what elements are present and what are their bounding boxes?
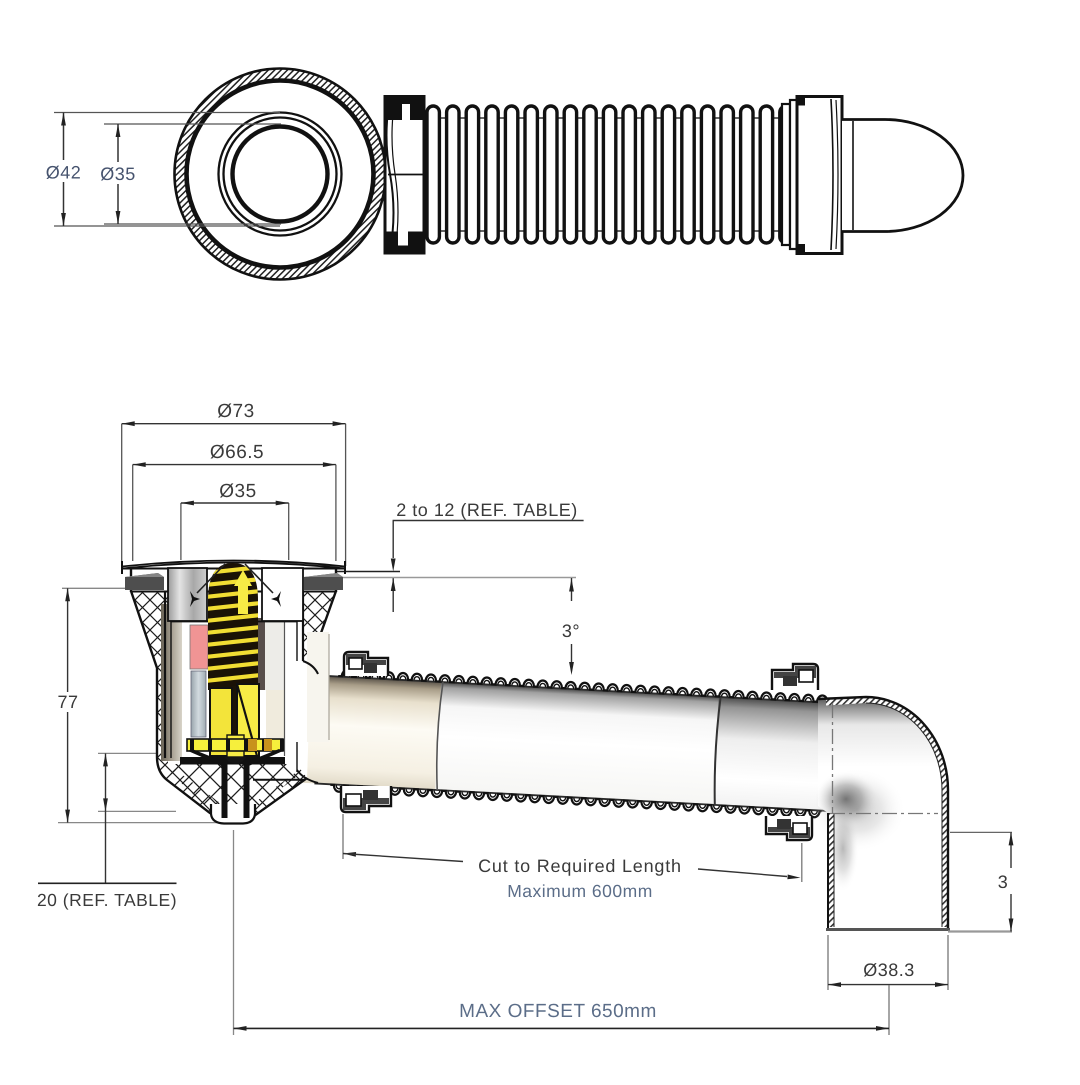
svg-text:Ø35: Ø35 <box>219 481 256 502</box>
svg-text:Ø35: Ø35 <box>100 164 136 184</box>
svg-text:3: 3 <box>998 872 1009 892</box>
svg-text:Ø66.5: Ø66.5 <box>210 442 264 463</box>
svg-text:77: 77 <box>57 692 78 712</box>
svg-text:Cut to Required Length: Cut to Required Length <box>478 856 682 876</box>
svg-text:Ø73: Ø73 <box>217 401 254 422</box>
svg-text:MAX OFFSET 650mm: MAX OFFSET 650mm <box>459 1001 657 1022</box>
svg-text:20 (REF. TABLE): 20 (REF. TABLE) <box>37 890 177 910</box>
svg-text:Maximum 600mm: Maximum 600mm <box>507 881 653 901</box>
svg-text:Ø42: Ø42 <box>46 163 82 183</box>
svg-text:3°: 3° <box>562 621 580 641</box>
svg-text:Ø38.3: Ø38.3 <box>863 960 915 980</box>
svg-text:2 to 12 (REF. TABLE): 2 to 12 (REF. TABLE) <box>396 500 577 520</box>
